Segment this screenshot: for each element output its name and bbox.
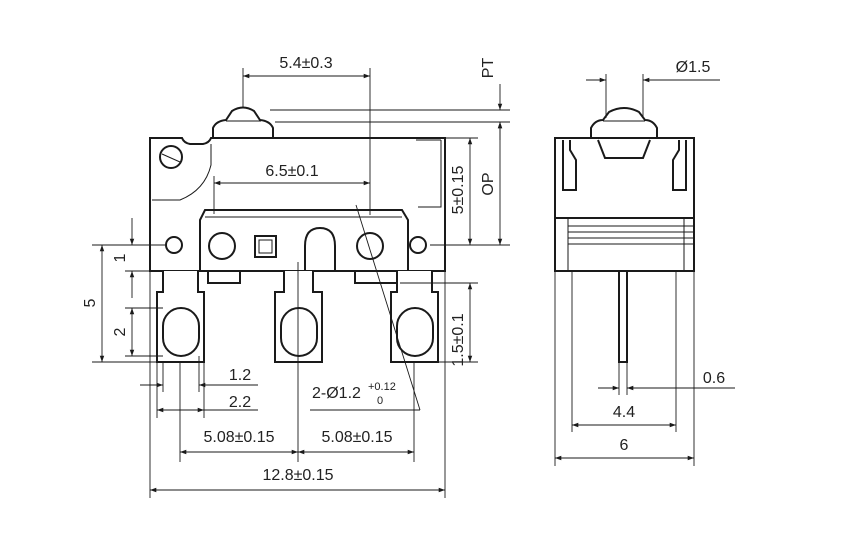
- dim-label-hole-tol-lower: 0: [377, 395, 383, 407]
- dim-label-4-4: 4.4: [613, 404, 635, 421]
- contact-circle-right: [356, 232, 384, 260]
- dim-label-op: OP: [480, 172, 497, 195]
- actuator-button: [212, 106, 274, 138]
- dim-label-5-015: 5±0.15: [450, 165, 467, 214]
- dim-label-5-4: 5.4±0.3: [279, 55, 332, 72]
- dim-label-pt: PT: [480, 58, 497, 79]
- side-dimensions: Ø1.5 0.6 4.4 6: [554, 59, 735, 466]
- side-view: [554, 107, 695, 363]
- side-actuator: [590, 107, 658, 138]
- dim-label-hole: 2-Ø1.2: [312, 385, 361, 402]
- mounting-hole-right: [409, 236, 427, 254]
- terminal-pin-left: [156, 271, 205, 363]
- dim-label-0-6: 0.6: [703, 370, 725, 387]
- dim-label-hole-tol-upper: +0.12: [368, 381, 396, 393]
- front-view: [149, 106, 446, 363]
- terminal-pin-right: [390, 271, 439, 363]
- front-dimensions: 5.4±0.3 6.5±0.1 PT OP 5±0.15 1.5±0.1: [82, 55, 510, 498]
- side-terminal: [618, 270, 628, 363]
- dim-label-1-5: 1.5±0.1: [450, 313, 467, 366]
- dim-label-1: 1: [112, 253, 129, 262]
- switch-housing: [149, 137, 446, 272]
- dim-label-5-08-left: 5.08±0.15: [203, 429, 274, 446]
- dim-label-2: 2: [112, 327, 129, 336]
- dim-label-5: 5: [82, 298, 99, 307]
- dim-label-diam-1-5: Ø1.5: [676, 59, 711, 76]
- mounting-hole-top: [159, 145, 183, 169]
- dim-label-5-08-right: 5.08±0.15: [321, 429, 392, 446]
- dim-label-6: 6: [620, 437, 629, 454]
- contact-circle-left: [208, 232, 236, 260]
- terminal-pin-center: [274, 271, 323, 363]
- dim-label-6-5: 6.5±0.1: [265, 163, 318, 180]
- dim-label-12-8: 12.8±0.15: [262, 467, 333, 484]
- dim-label-1-2: 1.2: [229, 367, 251, 384]
- internal-cavity: [199, 209, 409, 271]
- contact-square: [254, 235, 277, 258]
- mounting-hole-left: [165, 236, 183, 254]
- plunger-slot: [304, 226, 336, 271]
- dim-label-2-2: 2.2: [229, 394, 251, 411]
